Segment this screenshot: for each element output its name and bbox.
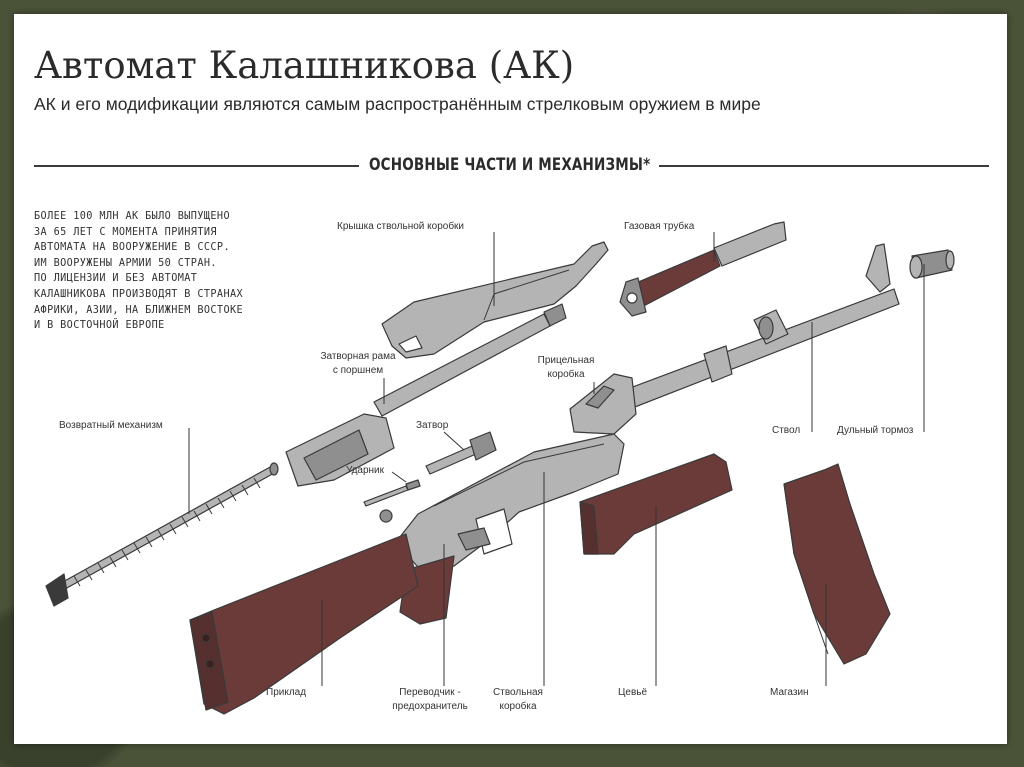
section-rule-right xyxy=(659,165,989,167)
fact-line: АВТОМАТА НА ВООРУЖЕНИЕ В СССР. xyxy=(34,240,304,256)
label-bolt: Затвор xyxy=(416,419,448,433)
label-receiver: Ствольная коробка xyxy=(493,686,543,714)
label-bolt-carrier: Затворная рама с поршнем xyxy=(320,350,395,378)
leader-firing-pin xyxy=(392,472,406,482)
exploded-rifle-diagram xyxy=(14,14,1007,744)
fact-line: АФРИКИ, АЗИИ, НА БЛИЖНЕМ ВОСТОКЕ xyxy=(34,303,304,319)
label-barrel: Ствол xyxy=(772,424,800,438)
label-receiver-cover: Крышка ствольной коробки xyxy=(337,220,464,234)
leader-bolt xyxy=(444,432,464,450)
fact-line: ИМ ВООРУЖЕНЫ АРМИИ 50 СТРАН. xyxy=(34,256,304,272)
fact-line: ЗА 65 ЛЕТ С МОМЕНТА ПРИНЯТИЯ xyxy=(34,225,304,241)
bolt-part xyxy=(426,432,496,474)
section-title: ОСНОВНЫЕ ЧАСТИ И МЕХАНИЗМЫ* xyxy=(369,155,650,174)
fact-line: ПО ЛИЦЕНЗИИ И БЕЗ АВТОМАТ xyxy=(34,271,304,287)
infographic-card: Автомат Калашникова (АК) АК и его модифи… xyxy=(14,14,1007,744)
gas-tube-part xyxy=(620,222,786,316)
barrel-part xyxy=(614,244,899,412)
firing-pin-part xyxy=(364,480,420,506)
magazine-part xyxy=(784,464,890,664)
muzzle-brake-part xyxy=(910,250,954,278)
label-gas-tube: Газовая трубка xyxy=(624,220,694,234)
recoil-spring-part xyxy=(46,463,278,606)
sight-block-part xyxy=(570,374,636,434)
fact-line: И В ВОСТОЧНОЙ ЕВРОПЕ xyxy=(34,318,304,334)
fact-line: БОЛЕЕ 100 МЛН АК БЫЛО ВЫПУЩЕНО xyxy=(34,209,304,225)
label-firing-pin: Ударник xyxy=(346,464,384,478)
label-handguard: Цевьё xyxy=(618,686,647,700)
fact-text-block: БОЛЕЕ 100 МЛН АК БЫЛО ВЫПУЩЕНО ЗА 65 ЛЕТ… xyxy=(34,209,304,334)
label-sight-block: Прицельная коробка xyxy=(538,354,595,382)
section-rule-left xyxy=(34,165,359,167)
label-magazine: Магазин xyxy=(770,686,809,700)
fact-line: КАЛАШНИКОВА ПРОИЗВОДЯТ В СТРАНАХ xyxy=(34,287,304,303)
label-muzzle-brake: Дульный тормоз xyxy=(837,424,913,438)
page-title: Автомат Калашникова (АК) xyxy=(34,44,574,87)
label-stock: Приклад xyxy=(266,686,306,700)
label-recoil-spring: Возвратный механизм xyxy=(59,419,163,433)
label-selector: Переводчик - предохранитель xyxy=(392,686,468,714)
page-subtitle: АК и его модификации являются самым расп… xyxy=(34,94,761,115)
